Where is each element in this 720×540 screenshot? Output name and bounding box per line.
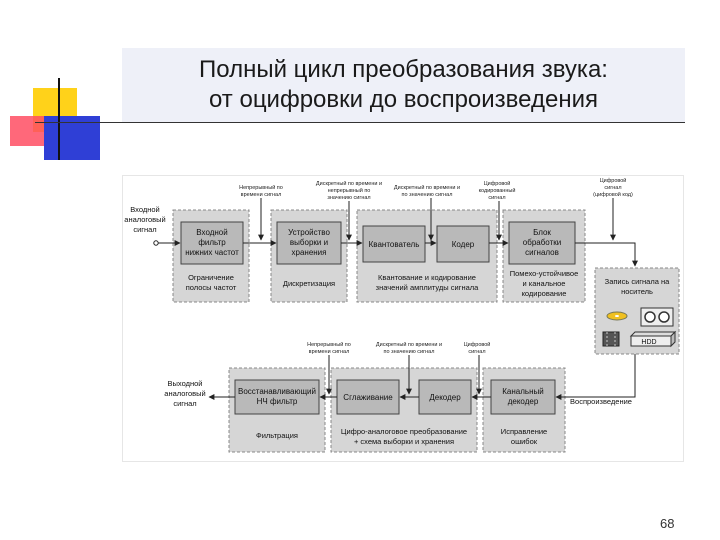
anno-bottom-digital-1: Цифровой xyxy=(464,341,491,348)
decor-blue-square xyxy=(44,116,100,160)
anno-top-digital-1: Цифровой xyxy=(484,180,511,187)
decor-horizontal-line xyxy=(35,122,685,123)
recon-filter-line-1: Восстанавливающий xyxy=(238,387,316,396)
channel-decoder-line-2: декодер xyxy=(508,397,539,406)
film-strip-icon xyxy=(602,331,620,347)
cassette-tape-icon xyxy=(640,307,674,327)
anno-bottom-digital-2: сигнал xyxy=(468,349,485,355)
input-label-line-3: сигнал xyxy=(133,225,156,234)
stage-dac-line-1: Цифро-аналоговое преобразование xyxy=(341,427,467,436)
block-quantizer xyxy=(362,225,426,263)
arrow-processing-to-record xyxy=(575,242,638,267)
processing-line-1: Блок xyxy=(533,228,551,237)
block-recon-filter xyxy=(234,379,320,415)
input-node xyxy=(153,240,159,246)
record-label-line-2: носитель xyxy=(621,287,653,296)
anno-top-discrete-both-1: Дискретный по времени и xyxy=(394,184,460,191)
anno-top-discrete-time-1: Дискретный по времени и xyxy=(316,180,382,187)
hdd-icon xyxy=(629,330,677,348)
stage-error-line-3: кодирование xyxy=(522,289,567,298)
processing-line-2: обработки xyxy=(523,238,561,247)
stage-sampling: Дискретизация xyxy=(283,279,335,288)
stage-error-line-2: и канальное xyxy=(523,279,566,288)
record-label-line-1: Запись сигнала на xyxy=(605,277,670,286)
cd-disc-icon xyxy=(606,311,628,321)
playback-label: Воспроизведение xyxy=(570,397,632,406)
stage-error-correction-line-2: ошибок xyxy=(511,437,538,446)
block-coder xyxy=(436,225,490,263)
decor-vertical-line xyxy=(58,78,60,160)
anno-top-digital-3: сигнал xyxy=(488,195,505,201)
slide-title: Полный цикл преобразования звука: от оци… xyxy=(122,48,685,122)
recon-filter-line-2: НЧ фильтр xyxy=(257,397,298,406)
anno-top-stream-2: сигнал xyxy=(604,185,621,191)
title-line-2: от оцифровки до воспроизведения xyxy=(208,86,598,113)
output-label-line-2: аналоговый xyxy=(164,389,205,398)
input-label-line-2: аналоговый xyxy=(124,215,165,224)
block-decoder xyxy=(418,379,472,415)
anno-top-discrete-time-3: значению сигнал xyxy=(327,195,370,201)
page-number: 68 xyxy=(660,516,675,531)
block-smoothing xyxy=(336,379,400,415)
anno-bottom-continuous-2: времени сигнал xyxy=(309,349,350,355)
anno-top-continuous-2: времени сигнал xyxy=(241,192,282,198)
block-input-filter xyxy=(180,221,244,265)
sample-hold-line-2: выборки и xyxy=(290,238,328,247)
anno-bottom-discrete-1: Дискретный по времени и xyxy=(376,341,442,348)
stage-error-line-1: Помехо-устойчивое xyxy=(510,269,579,278)
channel-decoder-line-1: Канальный xyxy=(502,387,543,396)
anno-top-discrete-time-2: непрерывный по xyxy=(328,187,371,194)
input-label-line-1: Входной xyxy=(130,205,159,214)
stage-error-correction-line-1: Исправление xyxy=(501,427,547,436)
anno-top-stream-1: Цифровой xyxy=(600,177,627,184)
stage-bandlimit-line-1: Ограничение xyxy=(188,273,234,282)
output-label-line-3: сигнал xyxy=(173,399,196,408)
arrow-record-to-playback xyxy=(555,354,636,400)
sample-hold-line-1: Устройство xyxy=(288,228,330,237)
anno-top-continuous-1: Непрерывный по xyxy=(239,184,283,191)
stage-bandlimit-line-2: полосы частот xyxy=(186,283,237,292)
stage-dac-line-2: + схема выборки и хранения xyxy=(354,437,454,446)
audio-conversion-diagram: Входной фильтр нижних частот Устройство … xyxy=(122,175,684,462)
stage-quant-line-2: значений амплитуды сигнала xyxy=(376,283,479,292)
input-filter-line-3: нижних частот xyxy=(185,248,239,257)
anno-top-stream-3: (цифровой код) xyxy=(593,191,633,198)
stage-quant-line-1: Квантование и кодирование xyxy=(378,273,476,282)
sample-hold-line-3: хранения xyxy=(292,248,327,257)
anno-top-discrete-both-2: по значению сигнал xyxy=(402,192,453,198)
block-sample-hold xyxy=(276,221,342,265)
block-processing xyxy=(508,221,576,265)
hdd-label: HDD xyxy=(641,339,656,346)
processing-line-3: сигналов xyxy=(525,248,559,257)
input-filter-line-2: фильтр xyxy=(198,238,226,247)
decoder-label: Декодер xyxy=(429,393,461,402)
smoothing-label: Сглаживание xyxy=(343,393,393,402)
output-label-line-1: Выходной xyxy=(168,379,203,388)
input-filter-line-1: Входной xyxy=(196,228,227,237)
anno-bottom-discrete-2: по значению сигнал xyxy=(384,349,435,355)
anno-bottom-continuous-1: Непрерывный по xyxy=(307,341,351,348)
quantizer-label: Квантователь xyxy=(369,240,420,249)
stage-filtering: Фильтрация xyxy=(256,431,298,440)
block-channel-decoder xyxy=(490,379,556,415)
title-line-1: Полный цикл преобразования звука: xyxy=(199,56,608,83)
coder-label: Кодер xyxy=(452,240,475,249)
anno-top-digital-2: кодированный xyxy=(479,187,516,194)
